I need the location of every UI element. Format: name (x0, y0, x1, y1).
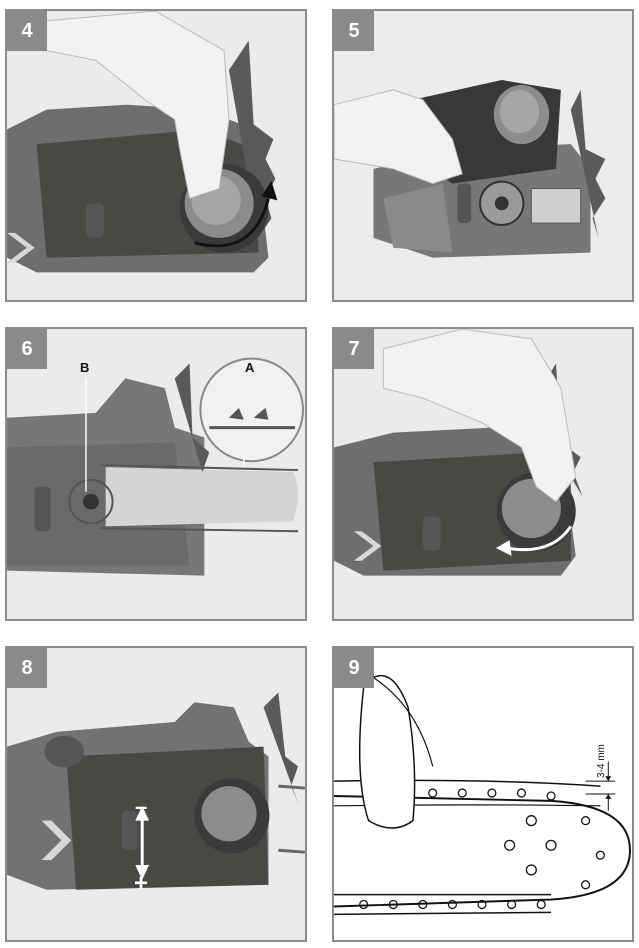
step-8-panel: 8 – + (5, 646, 307, 942)
tension-plus-label: + (134, 870, 149, 897)
step-9-diagram (334, 648, 632, 940)
step-5-panel: 5 (332, 9, 634, 302)
label-b: B (80, 360, 90, 375)
label-a: A (245, 360, 255, 375)
step-8-illustration (7, 648, 305, 940)
step-9-panel: 9 3-4 mm (332, 646, 634, 942)
measurement-label: 3-4 mm (596, 744, 607, 778)
step-7-panel: 7 (332, 327, 634, 621)
tension-minus-label: – (135, 794, 148, 819)
step-number-badge: 7 (334, 329, 374, 369)
step-number-badge: 4 (7, 11, 47, 51)
step-6-illustration (7, 329, 305, 619)
step-number-badge: 6 (7, 329, 47, 369)
step-5-illustration (334, 11, 632, 300)
step-number-badge: 8 (7, 648, 47, 688)
step-7-illustration (334, 329, 632, 619)
step-4-illustration (7, 11, 305, 300)
step-number-badge: 9 (334, 648, 374, 688)
step-6-panel: 6 B A (5, 327, 307, 621)
step-4-panel: 4 (5, 9, 307, 302)
step-number-badge: 5 (334, 11, 374, 51)
